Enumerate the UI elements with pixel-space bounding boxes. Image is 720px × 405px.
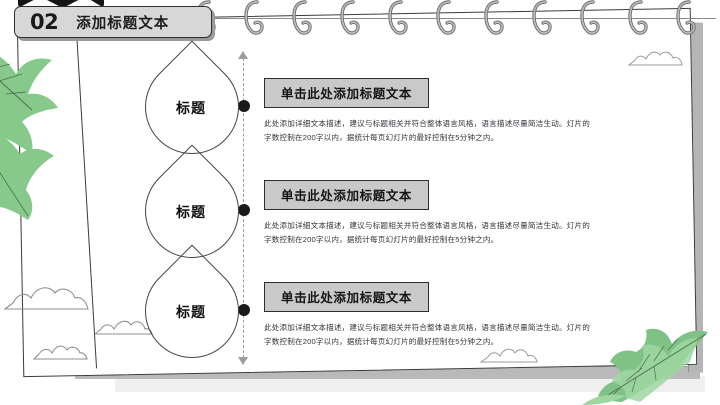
node-label-1: 标题 — [176, 100, 206, 116]
cloud-shape-top-right — [628, 51, 683, 66]
spiral-ring-icon — [676, 0, 696, 35]
spiral-ring-icon — [436, 0, 456, 35]
cloud-shape-center — [94, 320, 153, 335]
leaf-decoration-left-lower — [0, 135, 54, 220]
spiral-ring-icon — [532, 0, 552, 35]
block-title-1[interactable]: 单击此处添加标题文本 — [264, 78, 430, 108]
block-title-2[interactable]: 单击此处添加标题文本 — [264, 180, 430, 210]
spiral-ring-icon — [484, 0, 504, 35]
content-block: 单击此处添加标题文本 此处添加详细文本描述，建议与标题相关并符合整体语言风格，语… — [264, 282, 594, 349]
arrow-down-icon — [238, 357, 248, 365]
spiral-ring-icon — [340, 0, 360, 35]
content-block: 单击此处添加标题文本 此处添加详细文本描述，建议与标题相关并符合整体语言风格，语… — [264, 78, 594, 145]
section-header[interactable]: 02 添加标题文本 — [14, 6, 212, 38]
cloud-shape-mid-right — [480, 348, 538, 363]
spiral-ring-icon — [388, 0, 408, 35]
content-block: 单击此处添加标题文本 此处添加详细文本描述，建议与标题相关并符合整体语言风格，语… — [264, 180, 594, 247]
header-ribbon-top — [18, 0, 104, 8]
block-title-3[interactable]: 单击此处添加标题文本 — [264, 282, 430, 312]
leaf-decoration-bottom-right — [582, 328, 708, 405]
spiral-ring-icon — [580, 0, 600, 35]
block-body-2[interactable]: 此处添加详细文本描述，建议与标题相关并符合整体语言风格，语言描述尽量简洁生动。灯… — [264, 221, 590, 245]
arrow-up-icon — [238, 51, 248, 59]
spiral-binding — [196, 0, 716, 42]
cloud-shape-left-lower — [33, 345, 88, 360]
leaf-decoration-left — [0, 56, 58, 154]
node-label-2: 标题 — [176, 204, 206, 220]
timeline-dot — [237, 204, 250, 216]
spiral-ring-icon — [244, 0, 264, 35]
spiral-ring-icon — [628, 0, 648, 35]
page-title: 添加标题文本 — [76, 15, 170, 32]
timeline-dot — [237, 100, 250, 112]
block-body-3[interactable]: 此处添加详细文本描述，建议与标题相关并符合整体语言风格，语言描述尽量简洁生动。灯… — [264, 323, 590, 347]
cloud-shape-left-upper — [4, 287, 89, 310]
spiral-ring-icon — [292, 0, 312, 35]
node-label-3: 标题 — [176, 304, 206, 320]
spiral-rod — [196, 18, 716, 20]
timeline-dot — [237, 304, 250, 316]
timeline-axis — [237, 51, 250, 365]
block-body-1[interactable]: 此处添加详细文本描述，建议与标题相关并符合整体语言风格，语言描述尽量简洁生动。灯… — [264, 119, 590, 143]
section-number: 02 — [30, 10, 59, 34]
paper-shadow-outer — [115, 376, 705, 392]
